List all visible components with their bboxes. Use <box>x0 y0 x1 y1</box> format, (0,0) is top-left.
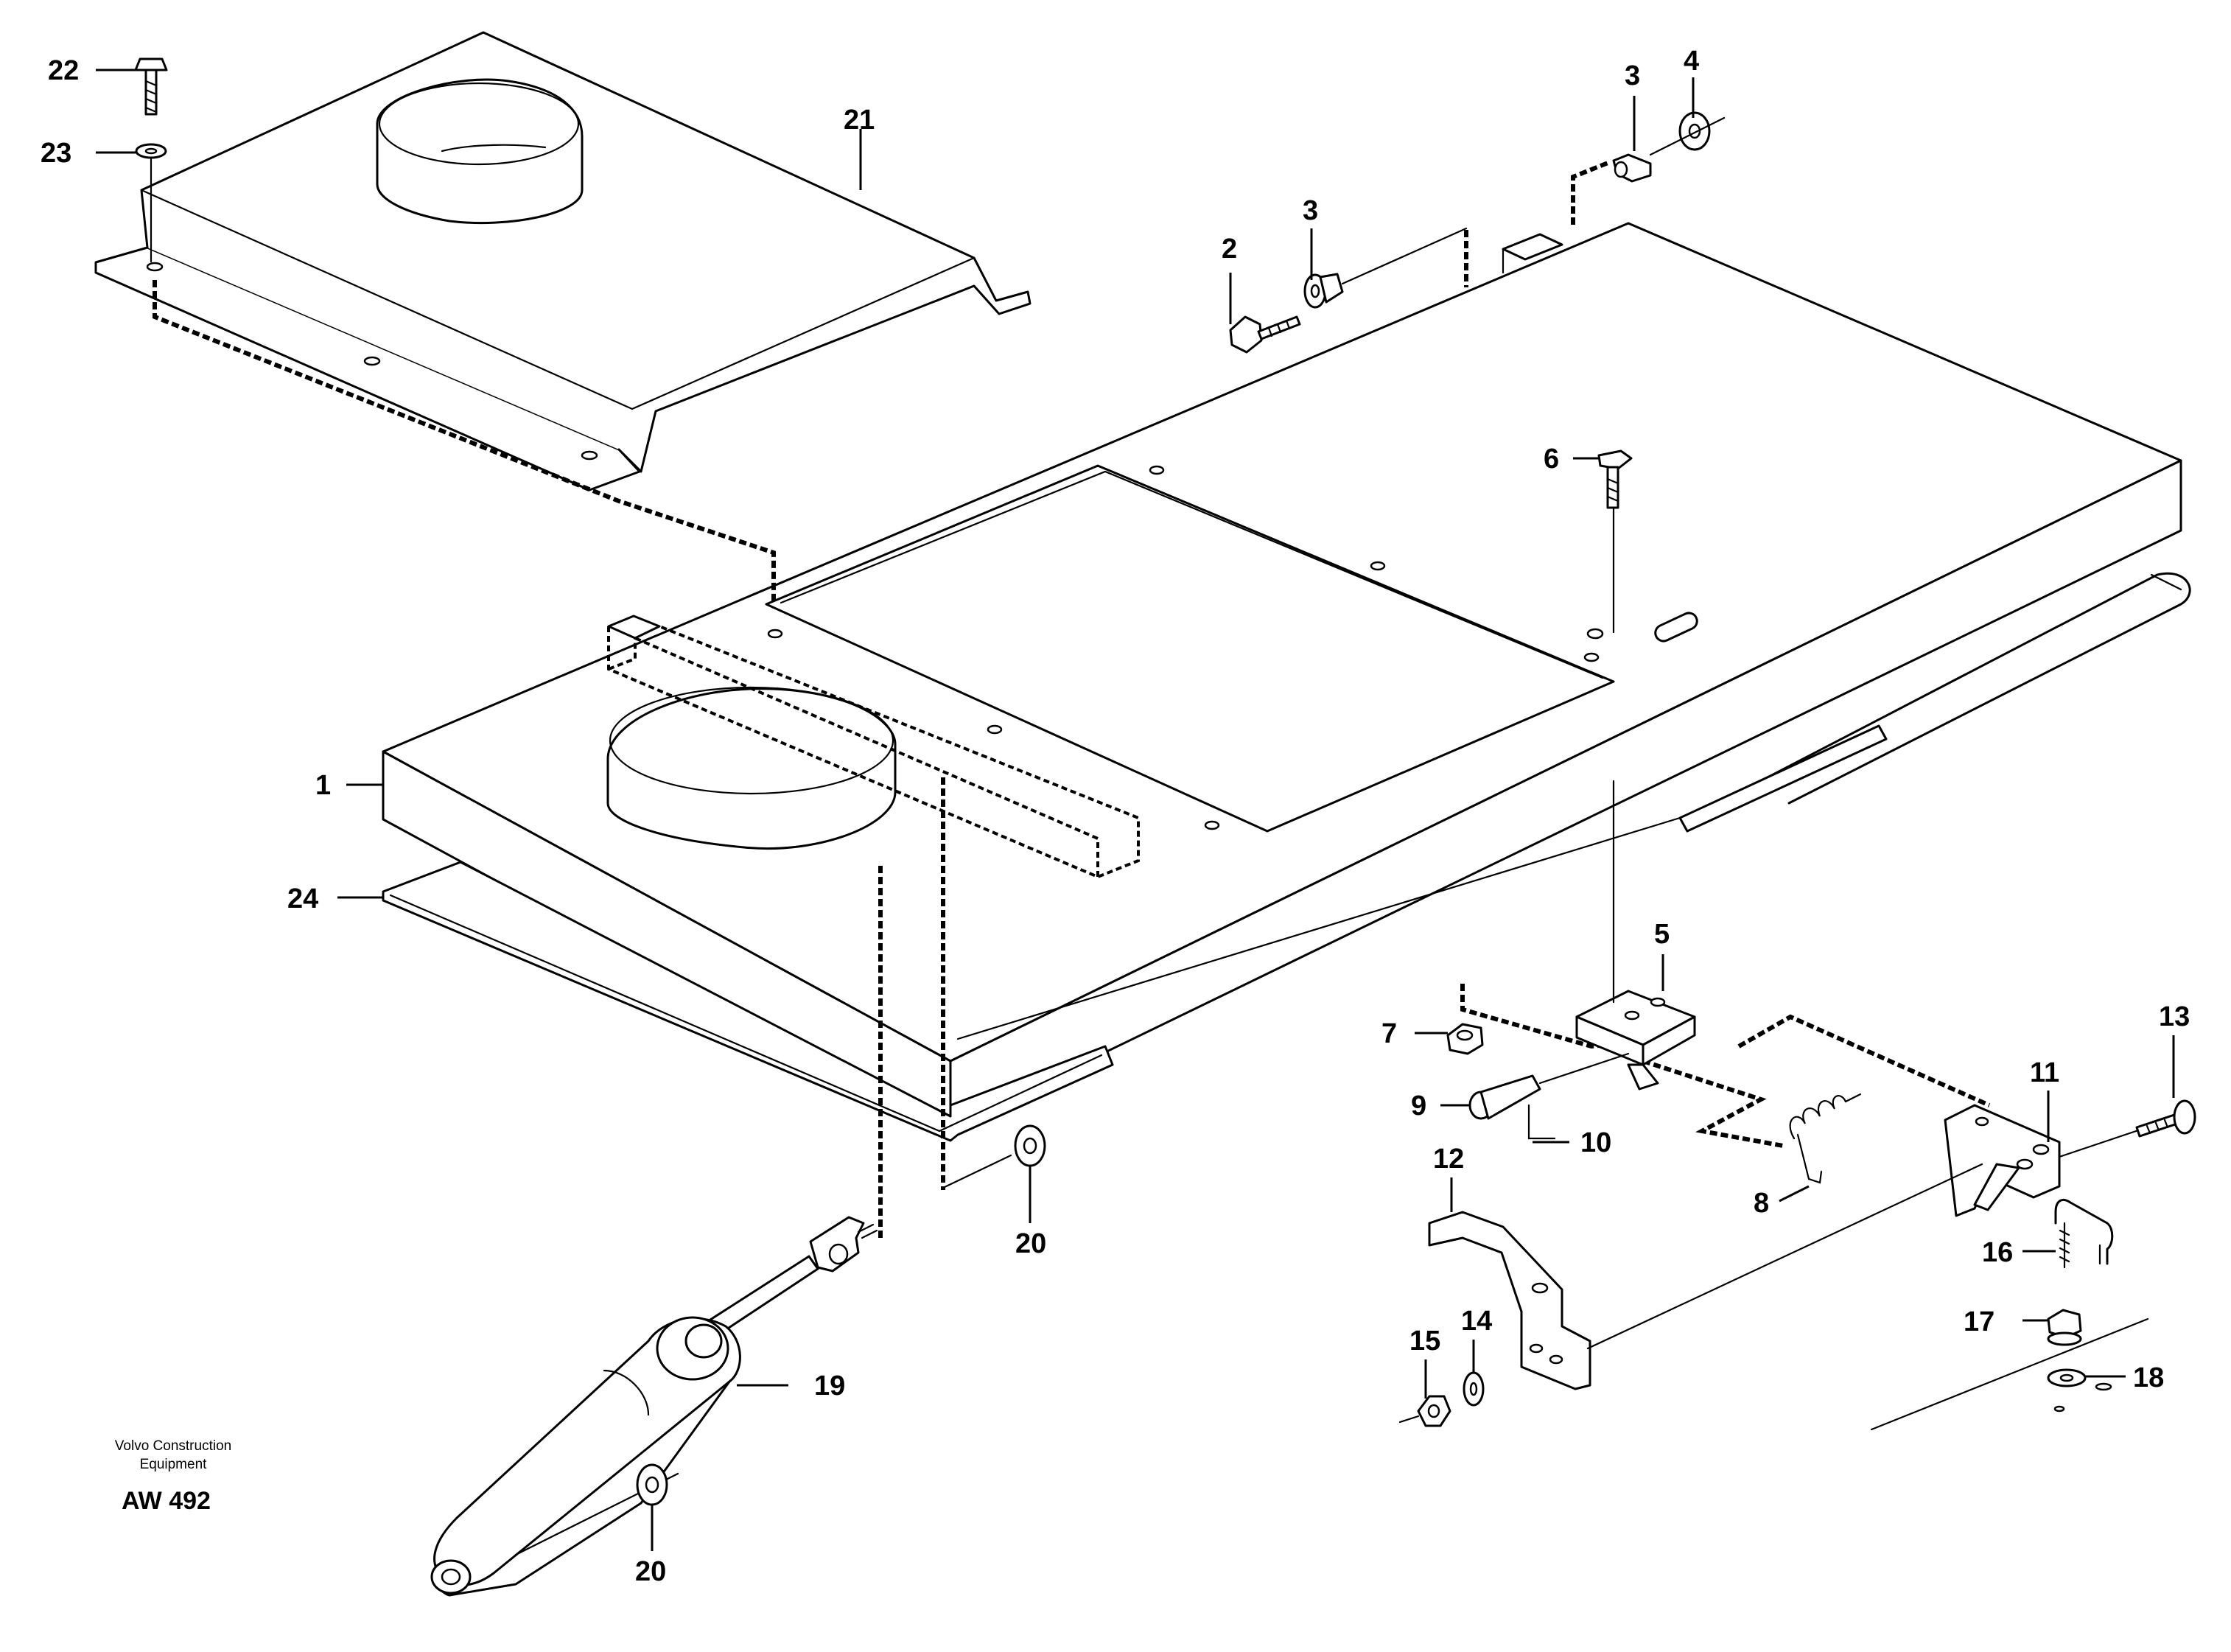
callout-18: 18 <box>2133 1362 2164 1393</box>
callout-3-right: 3 <box>1625 60 1640 91</box>
striker-part-11 <box>1944 1104 2153 1217</box>
callout-24: 24 <box>287 883 318 914</box>
bolt-part-13 <box>2135 1099 2196 1138</box>
callout-16: 16 <box>1982 1237 2013 1268</box>
callout-8: 8 <box>1754 1188 1769 1219</box>
callout-7: 7 <box>1381 1018 1397 1049</box>
washer-part-23 <box>135 143 167 263</box>
screw-part-6 <box>1597 449 1633 634</box>
callout-23: 23 <box>41 138 71 169</box>
callout-19: 19 <box>814 1371 845 1401</box>
callout-4: 4 <box>1684 46 1699 77</box>
washer-nut-part-3-left <box>1303 227 1468 309</box>
gas-strut-part-19 <box>430 1216 878 1597</box>
callout-5: 5 <box>1654 919 1670 950</box>
nut-part-3-right <box>1612 153 1652 183</box>
pin-part-9 <box>1468 1052 1630 1120</box>
callout-11: 11 <box>2030 1057 2059 1088</box>
washer-part-14 <box>1463 1371 1485 1407</box>
nut-part-7 <box>1446 1023 1484 1055</box>
seal-strip-part-24 <box>382 572 2191 1142</box>
callout-22: 22 <box>48 55 79 86</box>
washer-part-4 <box>1649 111 1726 156</box>
bracket-part-12 <box>1428 1163 1983 1390</box>
callout-14: 14 <box>1461 1306 1492 1337</box>
callout-12: 12 <box>1433 1144 1464 1175</box>
callout-20-top: 20 <box>1015 1228 1046 1259</box>
callout-20-bottom: 20 <box>635 1556 666 1587</box>
callout-9: 9 <box>1411 1091 1426 1121</box>
assembly-dashed-lines <box>153 160 1991 1238</box>
callout-6: 6 <box>1544 444 1559 475</box>
spring-part-8 <box>1789 1093 1862 1184</box>
callout-13: 13 <box>2159 1001 2190 1032</box>
callout-17: 17 <box>1964 1306 1994 1337</box>
callout-1: 1 <box>315 770 331 801</box>
bolt-part-22 <box>134 57 168 116</box>
washer-part-20-top <box>942 1124 1046 1189</box>
credit-line-2: Equipment <box>140 1457 208 1472</box>
top-cover-part-21 <box>94 31 1032 491</box>
ubolt-part-16 <box>2054 1199 2114 1269</box>
callout-2: 2 <box>1222 234 1237 265</box>
leader-lines <box>96 69 2175 1551</box>
main-plate-part-1 <box>382 222 2182 1129</box>
figure-credit: Volvo Construction Equipment AW 492 <box>115 1438 231 1515</box>
nut-part-17 <box>2047 1309 2082 1346</box>
callout-15: 15 <box>1409 1326 1440 1357</box>
callout-3-left: 3 <box>1303 195 1318 226</box>
nut-part-15 <box>1398 1395 1451 1427</box>
callout-21: 21 <box>844 105 875 136</box>
figure-code: AW 492 <box>122 1487 211 1515</box>
callout-10: 10 <box>1580 1127 1611 1158</box>
clip-part-10 <box>1527 1104 1556 1140</box>
credit-line-1: Volvo Construction <box>115 1438 231 1454</box>
washer-part-18 <box>1870 1317 2149 1431</box>
washer-part-20-bottom <box>636 1463 668 1506</box>
callout-labels: 22 23 21 2 3 3 4 6 1 24 5 7 9 10 8 11 13… <box>41 46 2190 1587</box>
bolt-part-2 <box>1229 315 1301 354</box>
latch-part-5 <box>1575 780 1696 1091</box>
